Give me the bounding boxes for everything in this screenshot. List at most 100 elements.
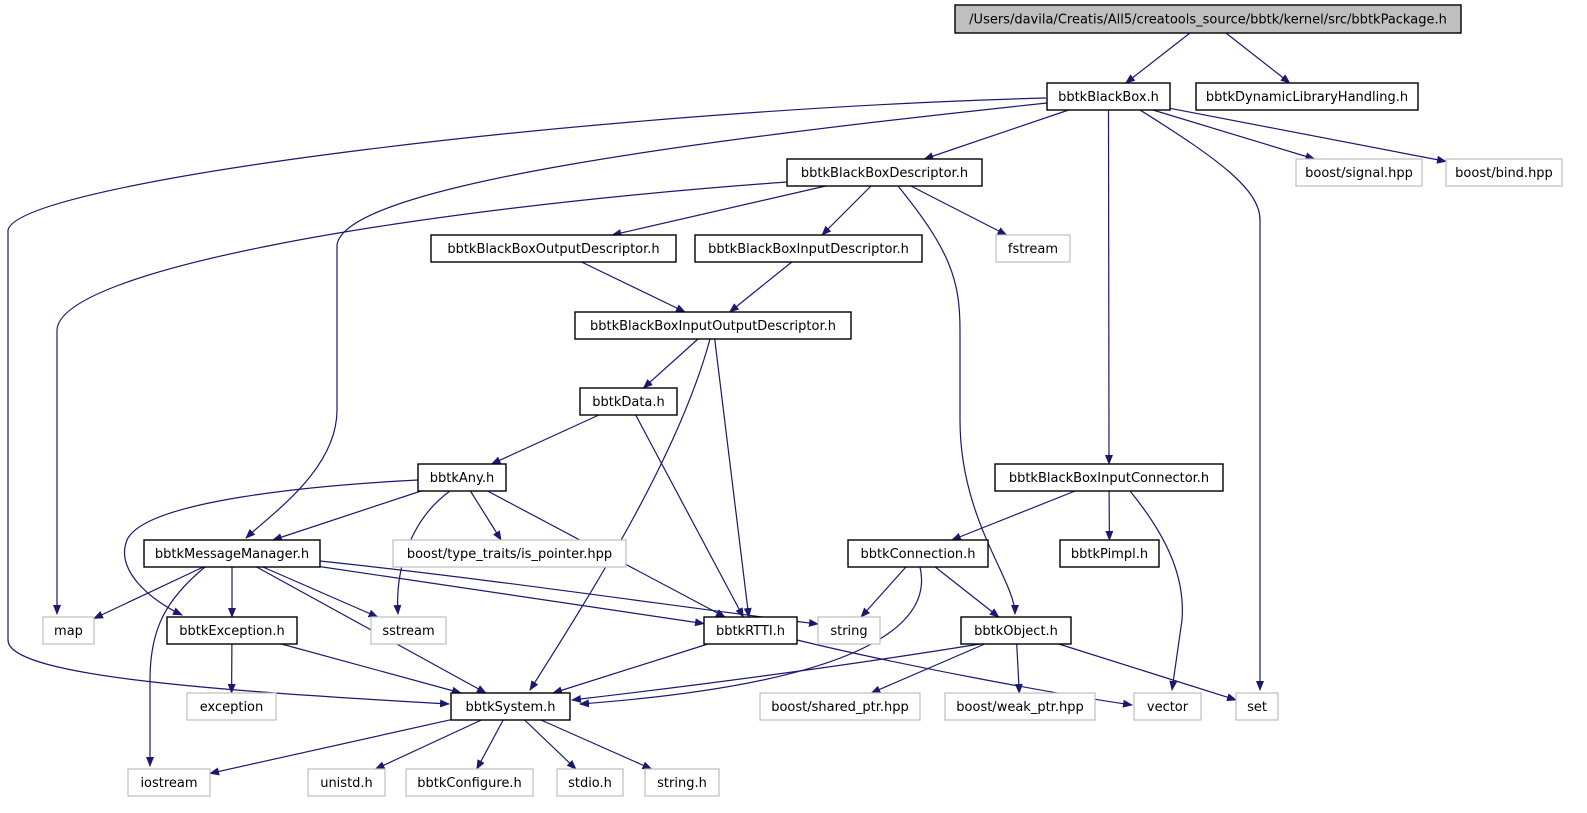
node-connection[interactable]: bbtkConnection.h — [847, 539, 989, 568]
node-data[interactable]: bbtkData.h — [579, 387, 678, 416]
node-box — [430, 234, 677, 263]
node-sstream: sstream — [370, 616, 447, 645]
node-label: iostream — [140, 776, 197, 791]
node-box — [786, 158, 983, 187]
node-box — [703, 616, 798, 645]
edge-msgmgr-to-sstream — [262, 566, 379, 618]
edge-root-to-blackbox — [1125, 32, 1191, 84]
node-label: boost/weak_ptr.hpp — [956, 700, 1083, 715]
edge-blackbox-to-inconn — [1104, 109, 1113, 465]
node-blackbox[interactable]: bbtkBlackBox.h — [1046, 82, 1171, 111]
node-label: bbtkConnection.h — [860, 547, 975, 562]
node-root[interactable]: /Users/davila/Creatis/All5/creatools_sou… — [954, 4, 1462, 34]
node-indesc[interactable]: bbtkBlackBoxInputDescriptor.h — [694, 234, 923, 263]
node-object[interactable]: bbtkObject.h — [960, 616, 1072, 645]
node-box — [417, 463, 507, 492]
node-box — [694, 234, 923, 263]
node-layer: /Users/davila/Creatis/All5/creatools_sou… — [42, 4, 1563, 797]
node-iostream: iostream — [127, 768, 211, 797]
node-label: bbtkObject.h — [974, 624, 1058, 639]
node-box — [405, 768, 534, 797]
node-box — [847, 539, 989, 568]
node-box — [1195, 82, 1419, 111]
edge-inconn-to-vector — [1129, 490, 1183, 691]
node-outdesc[interactable]: bbtkBlackBoxOutputDescriptor.h — [430, 234, 677, 263]
edge-bbdesc-to-object — [897, 185, 1019, 615]
edge-system_h-to-stdio — [524, 719, 577, 770]
edge-layer — [7, 32, 1447, 776]
edge-object-to-sharedptr — [870, 643, 985, 694]
node-box — [143, 539, 321, 568]
node-box — [960, 616, 1072, 645]
node-pimpl[interactable]: bbtkPimpl.h — [1059, 539, 1160, 568]
edge-object-to-set — [1058, 643, 1237, 702]
edge-bbdesc-to-map — [53, 181, 788, 615]
edge-data-to-rtti — [635, 414, 744, 618]
node-label: bbtkBlackBox.h — [1058, 90, 1159, 105]
edge-msgmgr-to-iostream — [146, 566, 206, 767]
edge-rtti-to-vector — [796, 639, 1133, 708]
edge-rtti-to-system_h — [552, 643, 709, 695]
node-label: stdio.h — [568, 776, 612, 791]
node-box — [579, 387, 678, 416]
edge-connection-to-string — [860, 566, 907, 618]
node-box — [574, 311, 852, 340]
node-label: /Users/davila/Creatis/All5/creatools_sou… — [969, 13, 1447, 28]
node-bbdesc[interactable]: bbtkBlackBoxDescriptor.h — [786, 158, 983, 187]
edge-system_h-to-unistd — [374, 719, 482, 770]
node-label: bbtkAny.h — [430, 471, 494, 486]
edge-data-to-any — [490, 414, 600, 465]
node-any[interactable]: bbtkAny.h — [417, 463, 507, 492]
node-box — [556, 768, 624, 797]
edge-inconn-to-connection — [950, 490, 1076, 541]
edge-connection-to-object — [934, 566, 1000, 618]
node-msgmgr[interactable]: bbtkMessageManager.h — [143, 539, 321, 568]
node-box — [1133, 692, 1202, 721]
node-box — [1235, 692, 1279, 721]
node-box — [1445, 158, 1563, 187]
node-exception: exception — [186, 692, 277, 721]
edge-blackbox-to-system_h — [7, 97, 1047, 708]
node-label: bbtkDynamicLibraryHandling.h — [1206, 90, 1408, 105]
edge-any-to-msgmgr — [271, 490, 422, 541]
node-system_h[interactable]: bbtkSystem.h — [450, 692, 571, 721]
node-label: bbtkPimpl.h — [1071, 547, 1148, 562]
edge-outdesc-to-iodesc — [581, 261, 686, 313]
edge-indesc-to-iodesc — [728, 261, 793, 313]
node-box — [759, 692, 921, 721]
node-box — [994, 463, 1224, 492]
edge-any-to-exception_h — [124, 479, 419, 616]
node-label: bbtkException.h — [179, 624, 284, 639]
edge-exception_h-to-system_h — [281, 643, 462, 695]
node-label: map — [54, 624, 83, 639]
edge-iodesc-to-data — [642, 338, 699, 389]
edge-any-to-istypeptr — [469, 490, 502, 541]
node-label: bbtkSystem.h — [466, 700, 556, 715]
node-exception_h[interactable]: bbtkException.h — [166, 616, 298, 645]
node-box — [954, 4, 1462, 34]
node-label: boost/bind.hpp — [1455, 166, 1553, 181]
edge-object-to-weakptr — [1014, 643, 1023, 694]
node-label: boost/signal.hpp — [1305, 166, 1413, 181]
node-box — [370, 616, 447, 645]
edge-object-to-system_h — [571, 643, 981, 703]
node-stdio: stdio.h — [556, 768, 624, 797]
edge-bbdesc-to-outdesc — [611, 185, 826, 237]
node-label: bbtkBlackBoxInputOutputDescriptor.h — [590, 319, 836, 334]
node-label: exception — [200, 700, 264, 715]
node-weakptr: boost/weak_ptr.hpp — [944, 692, 1096, 721]
edge-bbdesc-to-indesc — [821, 185, 872, 236]
edge-system_h-to-iostream — [209, 719, 452, 776]
edge-msgmgr-to-map — [93, 566, 204, 620]
node-string_h: string.h — [644, 768, 720, 797]
node-label: string — [830, 624, 867, 639]
node-rtti[interactable]: bbtkRTTI.h — [703, 616, 798, 645]
edge-blackbox-to-signal — [1152, 109, 1316, 161]
node-label: bbtkConfigure.h — [417, 776, 522, 791]
edge-system_h-to-configure — [476, 719, 504, 770]
node-iodesc[interactable]: bbtkBlackBoxInputOutputDescriptor.h — [574, 311, 852, 340]
node-dynlib[interactable]: bbtkDynamicLibraryHandling.h — [1195, 82, 1419, 111]
node-inconn[interactable]: bbtkBlackBoxInputConnector.h — [994, 463, 1224, 492]
node-label: boost/type_traits/is_pointer.hpp — [407, 547, 612, 562]
edge-root-to-dynlib — [1225, 32, 1291, 84]
